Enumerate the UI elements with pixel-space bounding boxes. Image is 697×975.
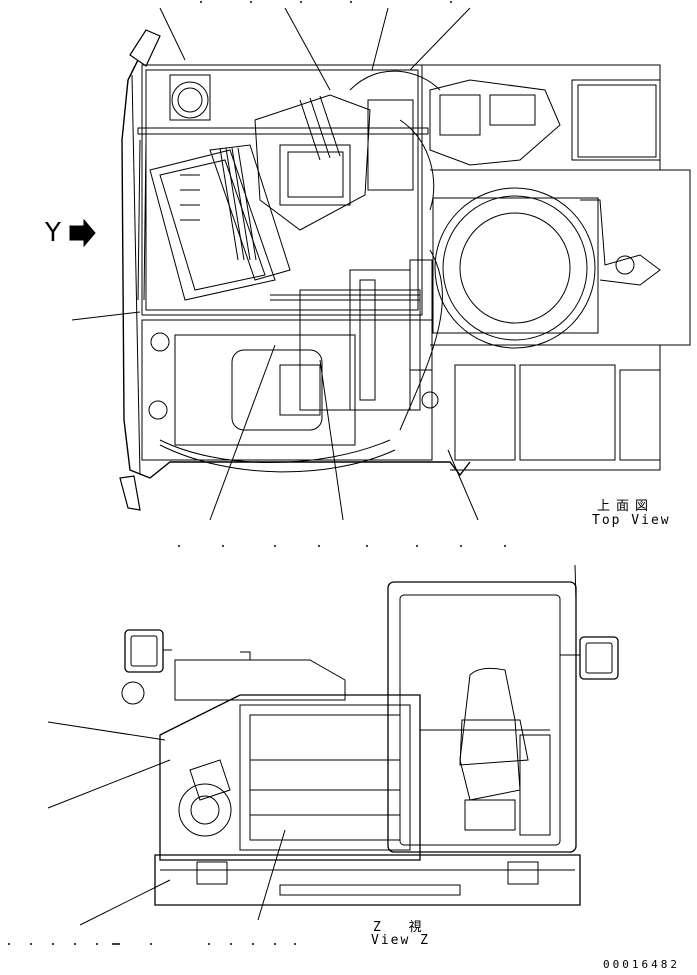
- side-view-drawing: [47, 564, 619, 926]
- view-z-title-jp: Z 視: [373, 920, 432, 935]
- view-z-title-en: View Z: [371, 933, 430, 948]
- index-dots: [8, 1, 506, 945]
- drawing-number: 00016482: [603, 958, 680, 971]
- top-view-title-en: Top View: [592, 513, 671, 528]
- top-view-title-jp: 上面図: [597, 499, 655, 514]
- top-view-drawing: [69, 7, 691, 521]
- view-direction-label: Y: [45, 218, 61, 248]
